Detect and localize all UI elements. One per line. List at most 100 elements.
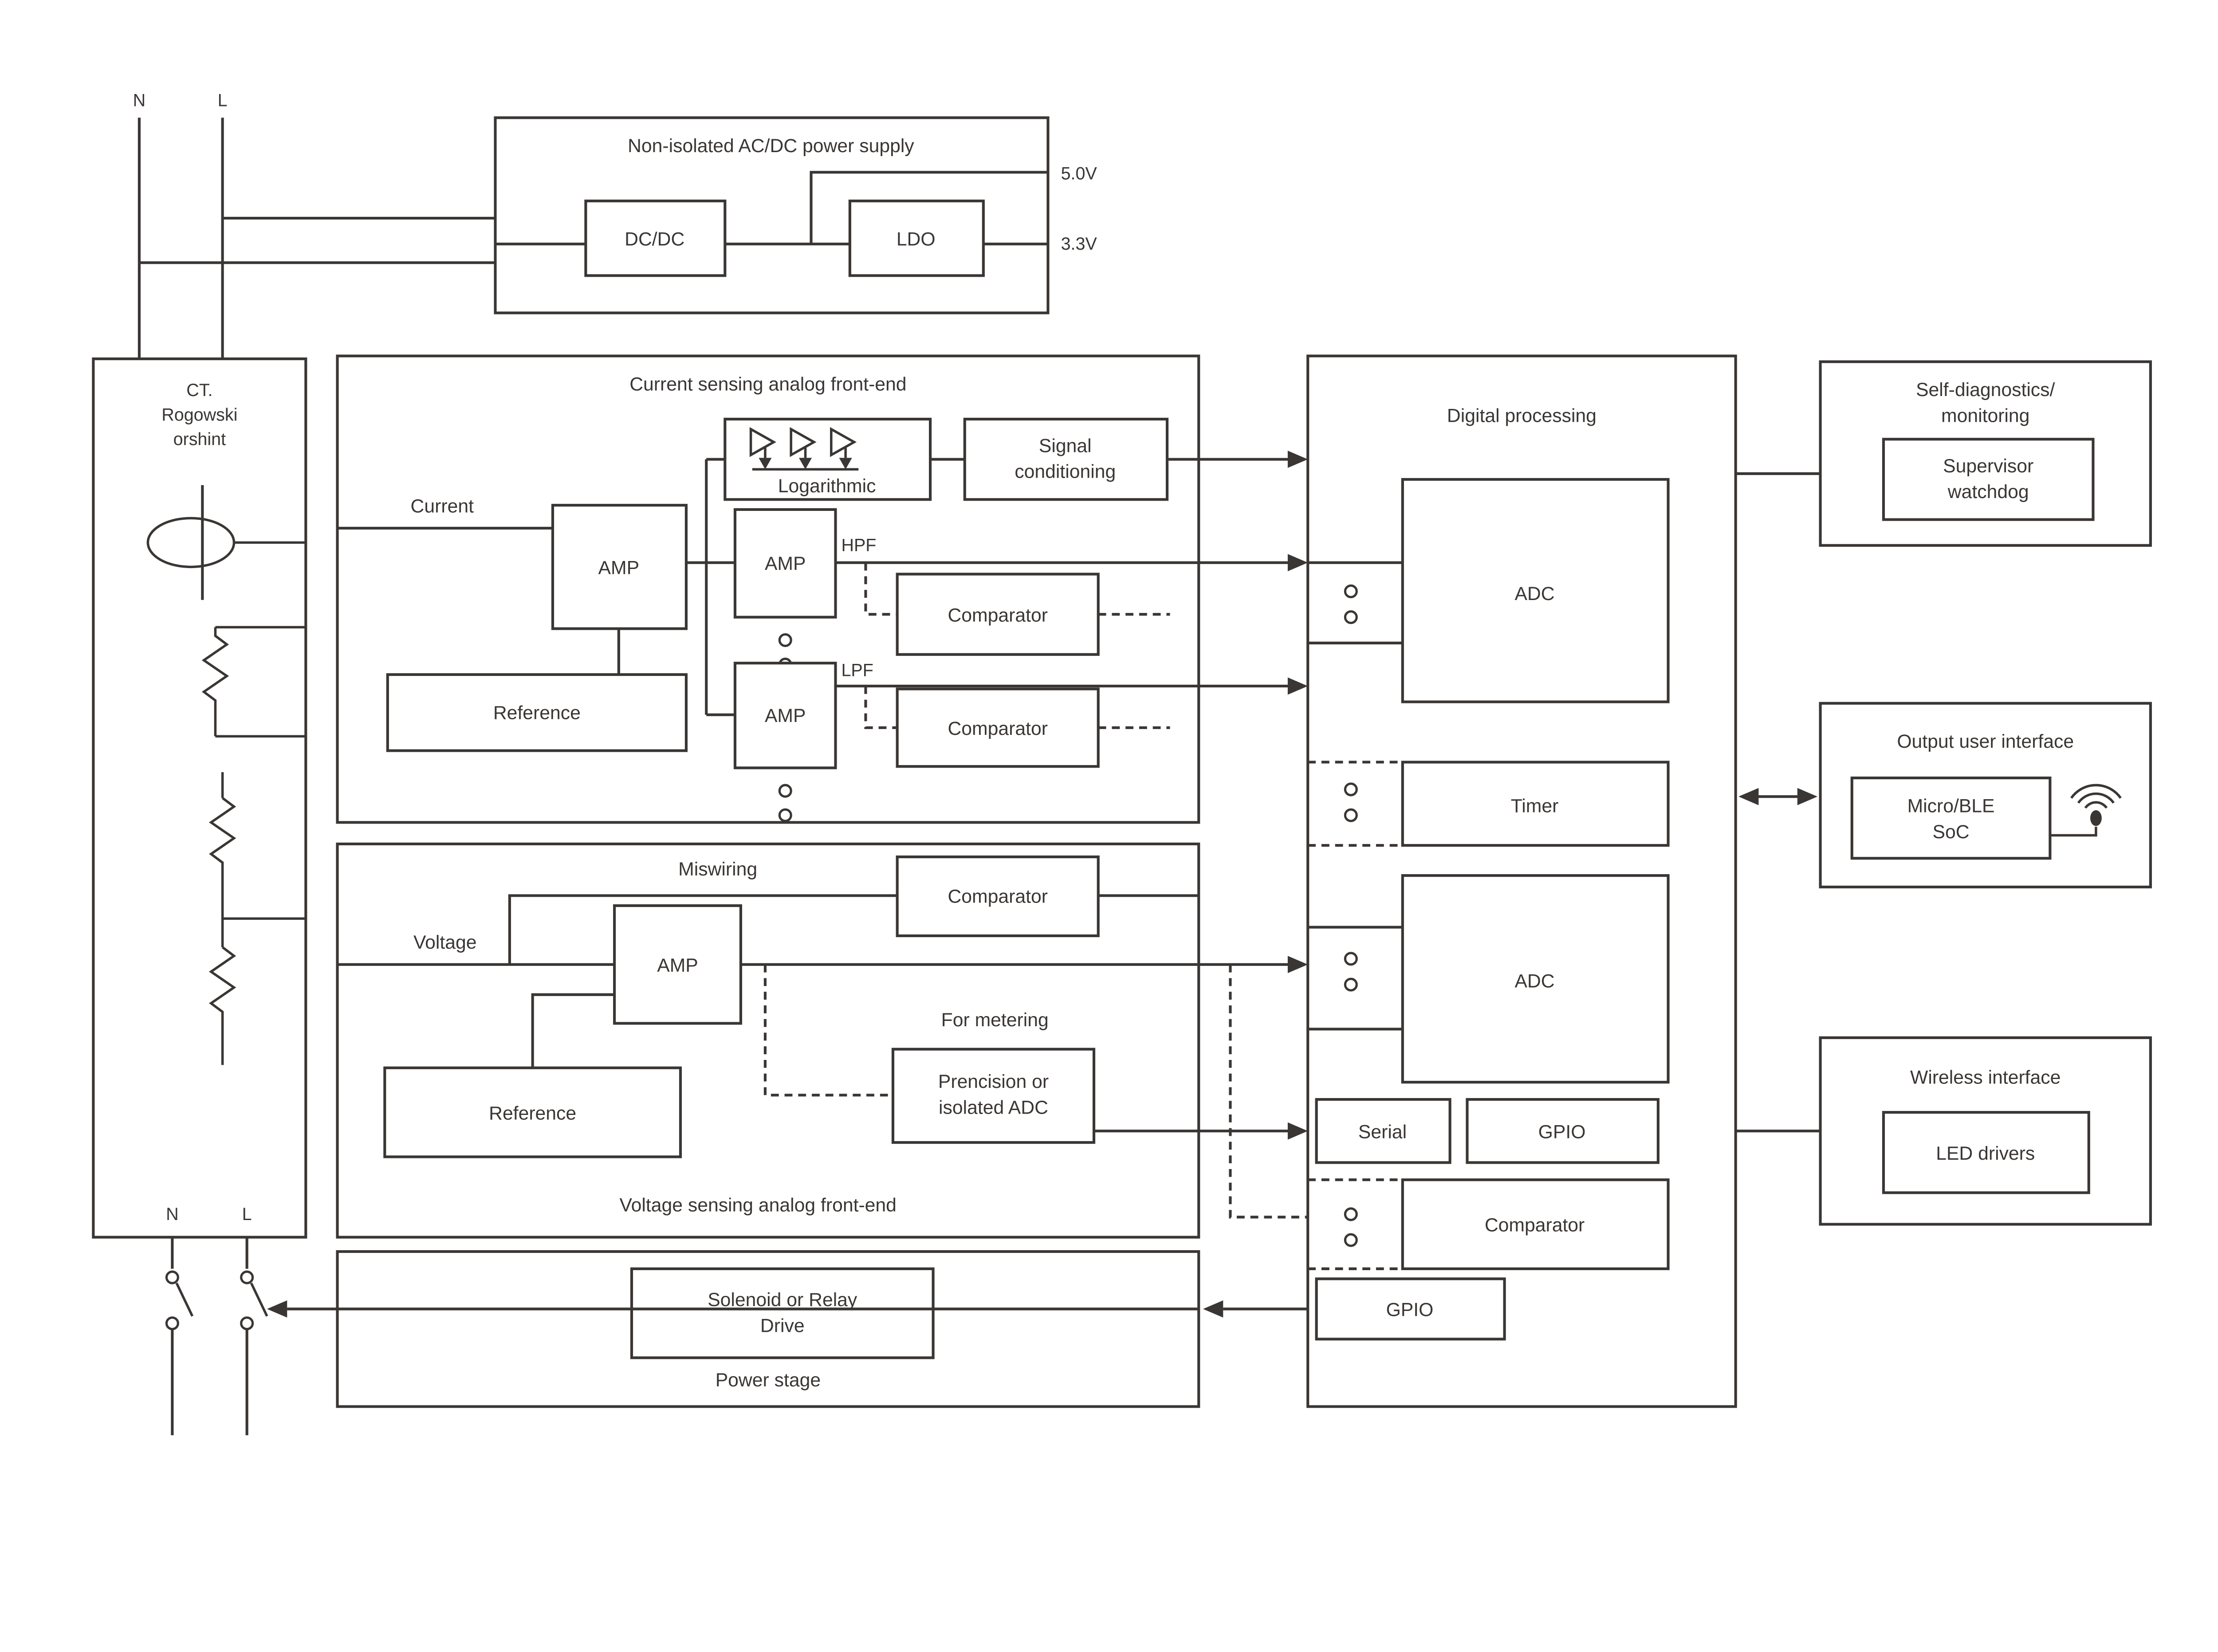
neutral-bottom-label: N <box>166 1205 179 1224</box>
mux-contact-icon <box>1344 977 1358 992</box>
watchdog-label2: watchdog <box>1947 481 2029 502</box>
voltage-reference-box <box>383 1066 682 1158</box>
wire-voltage-reference <box>531 993 615 1068</box>
switch-blade-icon <box>175 1283 194 1317</box>
mux-contact-icon <box>1344 808 1358 822</box>
switch-contact-icon <box>165 1270 179 1284</box>
adc-current-mux-lines <box>1308 561 1403 644</box>
mux-contact-icon <box>1344 1207 1358 1221</box>
right-arrowhead-icon <box>1287 956 1308 973</box>
trim-contact-icon <box>778 784 792 798</box>
gpio-bottom-box <box>1315 1277 1506 1341</box>
power-supply-block: Non-isolated AC/DC power supply DC/DC LD… <box>494 116 1097 314</box>
current-afe-block: Current sensing analog front-end Current… <box>336 354 1308 824</box>
left-arrowhead-icon <box>1738 788 1759 805</box>
right-arrowhead-icon <box>1287 677 1308 695</box>
signal-conditioning-label2: conditioning <box>1015 461 1116 483</box>
trim-contact-icon <box>778 808 792 822</box>
rail-5v-label: 5.0V <box>1061 164 1097 184</box>
voltage-input-label: Voltage <box>413 932 476 953</box>
timer-label: Timer <box>1511 796 1559 817</box>
left-arrowhead-icon <box>1203 1300 1223 1318</box>
ldo-label: LDO <box>897 228 936 250</box>
reference-box <box>386 673 688 752</box>
output-user-interface-title: Output user interface <box>1897 731 2074 752</box>
live-top-label: L <box>218 91 228 110</box>
current-afe-title: Current sensing analog front-end <box>629 373 906 395</box>
precision-adc-label1: Prencision or <box>938 1071 1049 1092</box>
serial-label: Serial <box>1358 1121 1407 1142</box>
amp-hpf-box <box>733 508 837 619</box>
digital-processing-block: Digital processing ADC Timer ADC Serial … <box>1306 354 1821 1408</box>
watchdog-label1: Supervisor <box>1943 455 2033 477</box>
adc-current-label: ADC <box>1514 583 1554 604</box>
down-arrowhead-icon <box>839 458 852 470</box>
switch-contact-icon <box>240 1316 254 1330</box>
sensor-box <box>92 357 307 1239</box>
wire-miswiring-feed <box>508 894 897 965</box>
dcdc-box <box>584 200 727 277</box>
amp-lpf-box <box>733 662 837 769</box>
amp-main-label: AMP <box>598 557 640 579</box>
self-diagnostics-title1: Self-diagnostics/ <box>1916 379 2055 400</box>
mux-contact-icon <box>1344 952 1358 966</box>
sensor-title-line2: Rogowski <box>161 405 237 424</box>
solenoid-drive-label2: Drive <box>760 1315 805 1336</box>
soc-label1: Micro/BLE <box>1907 796 1995 817</box>
sensor-block: CT. Rogowski orshint N L <box>92 357 307 1239</box>
signal-conditioning-box <box>963 417 1169 501</box>
gpio-top-box <box>1466 1098 1660 1164</box>
power-supply-title: Non-isolated AC/DC power supply <box>628 135 914 157</box>
live-bottom-label: L <box>242 1205 252 1224</box>
logarithmic-label: Logarithmic <box>778 475 876 497</box>
mux-contact-icon <box>1344 1233 1358 1247</box>
hpf-label: HPF <box>841 536 876 555</box>
dp-comparator-box <box>1401 1178 1670 1270</box>
dashed-lpf-comparator <box>864 686 897 729</box>
current-input-label: Current <box>411 495 474 517</box>
triangle-amp-icon <box>749 427 776 457</box>
gpio-bottom-label: GPIO <box>1386 1299 1434 1321</box>
right-arrowhead-icon <box>1287 451 1308 468</box>
wifi-feed-line <box>2050 827 2097 837</box>
miswiring-label: Miswiring <box>678 859 757 880</box>
adc-voltage-label: ADC <box>1514 971 1554 992</box>
comparator-hpf-label: Comparator <box>948 604 1047 626</box>
adc-voltage-box <box>1401 874 1670 1084</box>
ldo-box <box>848 200 985 277</box>
wifi-arc-large <box>2070 784 2122 799</box>
mux-contact-icon <box>1344 610 1358 624</box>
miswiring-comparator-box <box>896 855 1100 938</box>
wifi-arc-small <box>2084 801 2108 809</box>
comparator-hpf-box <box>896 573 1100 656</box>
precision-adc-box <box>891 1048 1096 1144</box>
adc-current-box <box>1401 478 1670 703</box>
down-arrowhead-icon <box>759 458 772 470</box>
right-arrowhead-icon <box>1797 788 1818 805</box>
led-drivers-box <box>1882 1111 2090 1194</box>
switch-contact-icon <box>240 1270 254 1284</box>
sensor-title-line1: CT. <box>186 381 212 400</box>
log-arrow-stems <box>764 446 847 458</box>
trim-contact-icon <box>778 633 792 647</box>
amp-lpf-label: AMP <box>765 705 806 726</box>
wire-amp-fanout-bus <box>686 458 735 716</box>
log-amp-chain-icon <box>749 427 859 471</box>
divider-resistor-top-icon <box>208 797 236 890</box>
right-arrowhead-icon <box>1287 554 1308 572</box>
adc-voltage-mux-lines <box>1308 926 1403 1031</box>
serial-box <box>1315 1098 1451 1164</box>
switch-blade-icon <box>250 1283 268 1317</box>
amp-hpf-label: AMP <box>765 553 806 574</box>
voltage-amp-label: AMP <box>657 955 698 976</box>
signal-conditioning-label1: Signal <box>1039 435 1092 456</box>
wifi-antenna-icon <box>2050 784 2122 837</box>
micro-ble-soc-box <box>1850 777 2052 860</box>
reference-label: Reference <box>493 702 581 723</box>
gpio-top-label: GPIO <box>1538 1121 1586 1142</box>
comparator-mux-lines <box>1308 1178 1403 1270</box>
mux-contact-icon <box>1344 584 1358 598</box>
shunt-resistor-icon <box>201 627 229 737</box>
voltage-reference-label: Reference <box>489 1103 576 1124</box>
